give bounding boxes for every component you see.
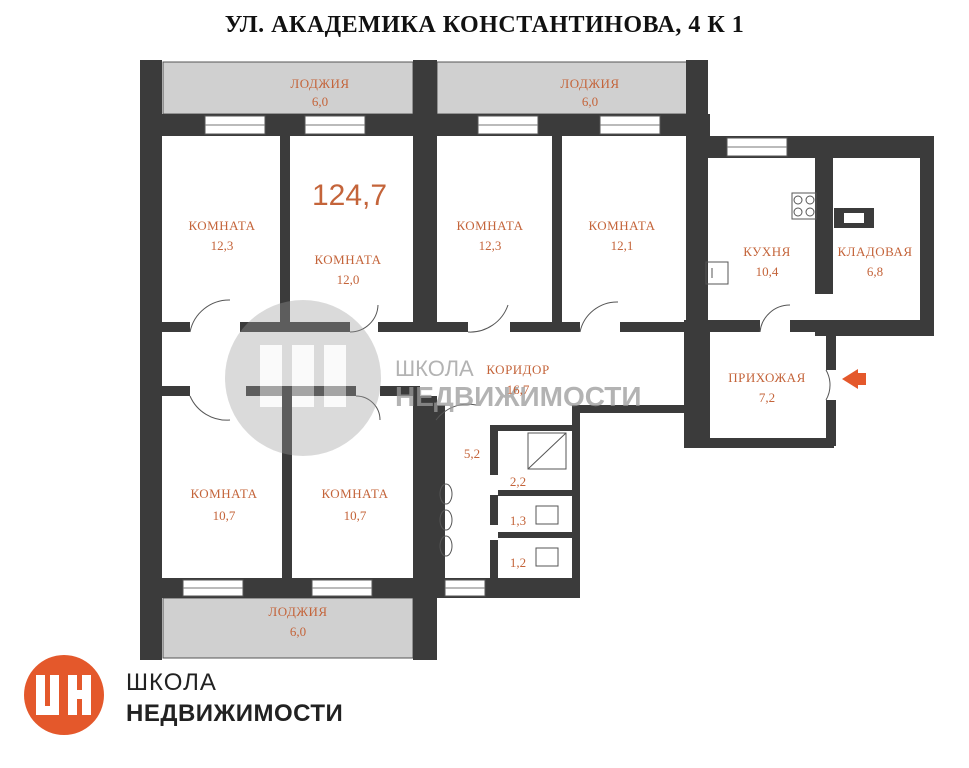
storage-name: КЛАДОВАЯ: [837, 244, 912, 259]
room6-name: КОМНАТА: [321, 486, 388, 501]
door-arcs: [189, 299, 831, 421]
loggia-bottom-area: 6,0: [290, 624, 306, 639]
wc1-area: 1,3: [510, 513, 526, 528]
loggia-top-left: [162, 61, 414, 115]
room1-area: 12,3: [211, 238, 234, 253]
chimney-icon: [834, 208, 874, 228]
bath-fixtures-icon: [439, 432, 567, 567]
sink-icon: [705, 261, 729, 285]
loggia-top-left-area: 6,0: [312, 94, 328, 109]
kitchen-area: 10,4: [756, 264, 779, 279]
hall-area: 7,2: [759, 390, 775, 405]
loggia-bottom-name: ЛОДЖИЯ: [268, 604, 327, 619]
address-title: УЛ. АКАДЕМИКА КОНСТАНТИНОВА, 4 К 1: [224, 12, 745, 38]
wc2-area: 1,2: [510, 555, 526, 570]
watermark-line1: ШКОЛА: [395, 356, 474, 381]
total-area: 124,7: [312, 179, 387, 212]
room3-area: 12,3: [479, 238, 502, 253]
loggia-top-left-name: ЛОДЖИЯ: [290, 76, 349, 91]
walls: [140, 60, 934, 660]
room6-area: 10,7: [344, 508, 367, 523]
room5-area: 10,7: [213, 508, 236, 523]
loggia-top-right: [436, 61, 688, 115]
room3-name: КОМНАТА: [456, 218, 523, 233]
wash-area: 5,2: [464, 446, 480, 461]
room1-name: КОМНАТА: [188, 218, 255, 233]
room4-name: КОМНАТА: [588, 218, 655, 233]
shower-area: 2,2: [510, 474, 526, 489]
watermark-line2: НЕДВИЖИМОСТИ: [395, 381, 641, 412]
room4-area: 12,1: [611, 238, 634, 253]
storage-area: 6,8: [867, 264, 883, 279]
loggia-top-right-area: 6,0: [582, 94, 598, 109]
kitchen-name: КУХНЯ: [743, 244, 791, 259]
logo-line1: ШКОЛА: [126, 669, 217, 696]
corridor-name: КОРИДОР: [486, 362, 549, 377]
school-logo: ШКОЛА НЕДВИЖИМОСТИ: [20, 655, 440, 735]
stove-icon: [791, 192, 817, 220]
room5-name: КОМНАТА: [190, 486, 257, 501]
room2-area: 12,0: [337, 272, 360, 287]
hall-name: ПРИХОЖАЯ: [728, 370, 806, 385]
loggia-top-right-name: ЛОДЖИЯ: [560, 76, 619, 91]
logo-line2: НЕДВИЖИМОСТИ: [126, 700, 344, 727]
logo-mark-icon: [24, 655, 104, 735]
watermark: [225, 300, 381, 456]
corridor-area: 16,7: [507, 382, 530, 397]
entrance-arrow-icon: [842, 369, 866, 389]
room2-name: КОМНАТА: [314, 252, 381, 267]
